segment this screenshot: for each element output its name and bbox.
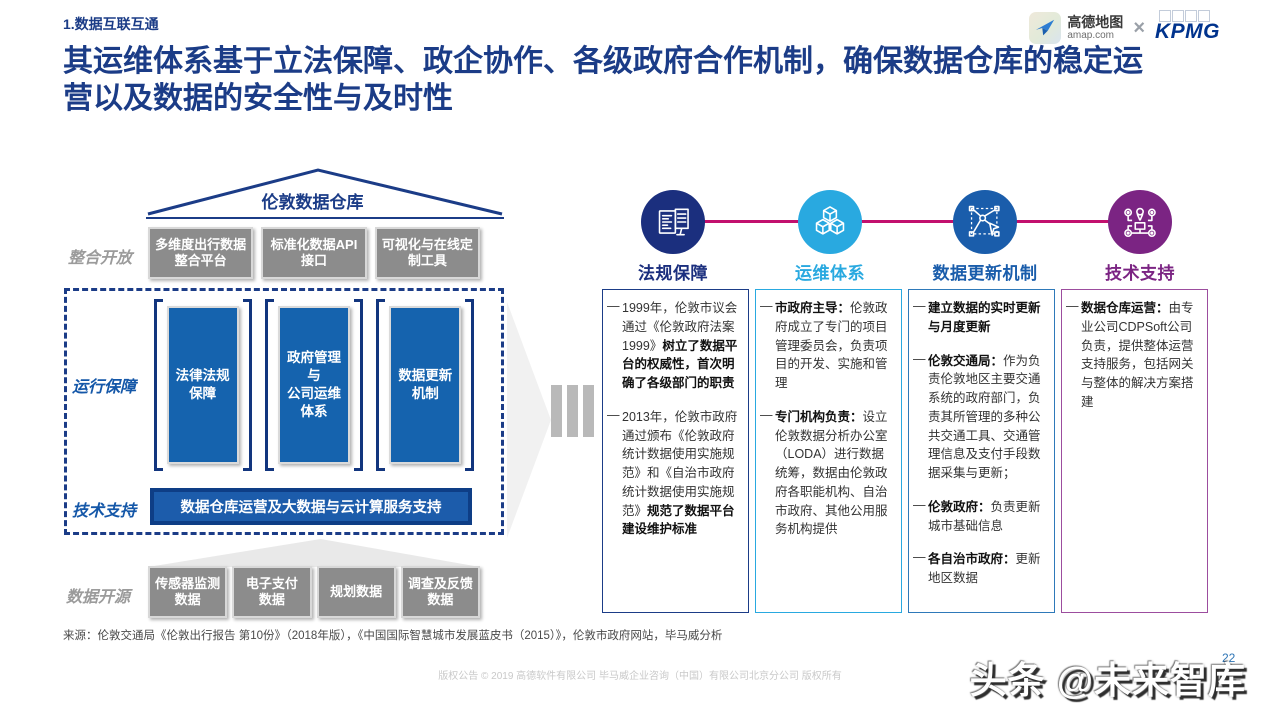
dash-bullet-icon: — [913, 550, 926, 565]
bracket-left-icon [264, 299, 274, 471]
timeline-label: 法规保障 [638, 264, 708, 283]
bullet-text: 伦敦政府：负责更新城市基础信息 [928, 499, 1041, 533]
diagram-box: 可视化与在线定 制工具 [374, 227, 480, 279]
source-note: 来源：伦敦交通局《伦敦出行报告 第10份》（2018年版），《中国国际智慧城市发… [63, 630, 723, 642]
diagram-box: 规划数据 [316, 566, 396, 618]
amap-name: 高德地图 [1067, 14, 1124, 31]
dash-bullet-icon: — [760, 299, 773, 313]
dash-bullet-icon: — [913, 497, 926, 512]
operation-box: 政府管理 与 公司运维 体系 [277, 306, 350, 464]
page-number: 22 [1222, 651, 1236, 665]
column-operation: —市政府主导：伦敦政府成立了专门的项目管理委员会，负责项目的开发、实施和管理—专… [755, 289, 902, 613]
timeline-item-operation: 运维体系 [750, 190, 910, 284]
bracket-right-icon [465, 299, 475, 471]
bullet-item: —伦敦交通局：作为负责伦敦地区主要交通系统的政府部门，负责其所管理的多种公共交通… [913, 352, 1049, 483]
bullet-text: 建立数据的实时更新与月度更新 [928, 301, 1041, 334]
diagram-box: 标准化数据API 接口 [261, 227, 367, 279]
bullet-text: 专门机构负责：设立伦敦数据分析办公室（LODA）进行数据统筹，数据由伦敦政府各职… [775, 409, 888, 537]
warehouse-roof-shape [146, 168, 504, 219]
timeline-label: 运维体系 [795, 264, 865, 283]
logo-area: 高德地图 amap.com × KPMG [1029, 10, 1220, 44]
timeline-item-tech: 技术支持 [1060, 190, 1220, 284]
bullet-item: —各自治市政府：更新地区数据 [913, 550, 1049, 588]
page-title: 其运维体系基于立法保障、政企协作、各级政府合作机制，确保数据仓库的稳定运营以及数… [63, 45, 1143, 115]
bullet-text: 伦敦交通局：作为负责伦敦地区主要交通系统的政府部门，负责其所管理的多种公共交通工… [928, 353, 1041, 481]
diagram-box: 电子支付 数据 [232, 566, 312, 618]
timeline-item-legal: 法规保障 [593, 190, 753, 284]
timeline-line [673, 220, 1140, 223]
timeline-label: 技术支持 [1105, 264, 1175, 283]
kpmg-squares-icon [1159, 10, 1210, 22]
row-label-tech: 技术支持 [72, 503, 137, 520]
network-cursor-icon [953, 190, 1017, 254]
bullet-text: 市政府主导：伦敦政府成立了专门的项目管理委员会，负责项目的开发、实施和管理 [775, 301, 888, 390]
operation-box: 法律法规 保障 [166, 306, 239, 464]
upflow-trapezoid-shape [148, 539, 480, 567]
bullet-item: —数据仓库运营：由专业公司CDPSoft公司负责，提供整体运营支持服务，包括网关… [1066, 299, 1202, 412]
amap-logo: 高德地图 amap.com [1029, 12, 1123, 44]
dash-bullet-icon: — [607, 407, 620, 422]
operation-dashed-frame [64, 288, 504, 535]
dash-bullet-icon: — [913, 351, 926, 366]
section-label: 1.数据互联互通 [63, 16, 159, 32]
row-label-open: 整合开放 [68, 250, 133, 267]
bracket-right-icon [353, 299, 363, 471]
amap-domain: amap.com [1067, 29, 1114, 41]
operation-cell: 政府管理 与 公司运维 体系 [258, 299, 369, 471]
warehouse-title: 伦敦数据仓库 [261, 193, 364, 212]
kpmg-logo: KPMG [1155, 10, 1220, 44]
kpmg-wordmark: KPMG [1155, 20, 1220, 43]
dash-bullet-icon: — [913, 299, 926, 313]
triple-bars-icon [551, 385, 594, 437]
column-legal: —1999年，伦敦市议会通过《伦敦政府法案1999》树立了数据平台的权威性，首次… [602, 289, 749, 613]
column-body: —数据仓库运营：由专业公司CDPSoft公司负责，提供整体运营支持服务，包括网关… [1062, 290, 1207, 420]
dash-bullet-icon: — [1066, 299, 1079, 313]
pin-network-icon [1108, 190, 1172, 254]
bullet-text: 1999年，伦敦市议会通过《伦敦政府法案1999》树立了数据平台的权威性，首次明… [622, 301, 738, 390]
row-label-operation: 运行保障 [72, 379, 137, 396]
column-body: —1999年，伦敦市议会通过《伦敦政府法案1999》树立了数据平台的权威性，首次… [603, 290, 748, 547]
operation-cell: 数据更新 机制 [370, 299, 481, 471]
column-body: —建立数据的实时更新与月度更新—伦敦交通局：作为负责伦敦地区主要交通系统的政府部… [909, 290, 1054, 596]
bracket-left-icon [376, 299, 386, 471]
diagram-box: 多维度出行数据 整合平台 [148, 227, 254, 279]
bullet-text: 2013年，伦敦市政府通过颁布《伦敦政府统计数据使用实施规范》和《自治市政府统计… [622, 409, 738, 537]
source-boxes-row: 传感器监测 数据电子支付 数据规划数据调查及反馈 数据 [148, 566, 480, 618]
diagram-box: 调查及反馈 数据 [400, 566, 480, 618]
bullet-text: 各自治市政府：更新地区数据 [928, 552, 1041, 585]
row-label-source: 数据开源 [66, 589, 131, 606]
bracket-right-icon [242, 299, 252, 471]
bullet-item: —伦敦政府：负责更新城市基础信息 [913, 498, 1049, 536]
x-separator-icon: × [1133, 16, 1145, 39]
bullet-item: —1999年，伦敦市议会通过《伦敦政府法案1999》树立了数据平台的权威性，首次… [607, 299, 743, 393]
operation-box: 数据更新 机制 [389, 306, 462, 464]
bullet-item: —市政府主导：伦敦政府成立了专门的项目管理委员会，负责项目的开发、实施和管理 [760, 299, 896, 393]
copyright-note: 版权公告 © 2019 高德软件有限公司 毕马威企业咨询（中国）有限公司北京分公… [438, 671, 842, 682]
timeline-label: 数据更新机制 [932, 264, 1038, 283]
watermark: 头条 @未来智库 [969, 660, 1246, 701]
amap-plane-icon [1029, 12, 1062, 44]
bullet-item: —建立数据的实时更新与月度更新 [913, 299, 1049, 337]
bullet-item: —2013年，伦敦市政府通过颁布《伦敦政府统计数据使用实施规范》和《自治市政府统… [607, 408, 743, 539]
bracket-left-icon [153, 299, 163, 471]
operation-boxes-row: 法律法规 保障 政府管理 与 公司运维 体系 数据更新 机制 [147, 299, 481, 471]
timeline-item-update: 数据更新机制 [905, 190, 1065, 284]
diagram-box: 传感器监测 数据 [148, 566, 228, 618]
bullet-text: 数据仓库运营：由专业公司CDPSoft公司负责，提供整体运营支持服务，包括网关与… [1081, 301, 1194, 409]
cubes-icon [798, 190, 862, 254]
document-data-icon [641, 190, 705, 254]
operation-cell: 法律法规 保障 [147, 299, 258, 471]
dash-bullet-icon: — [760, 407, 773, 422]
flow-arrow-shape [507, 302, 551, 538]
tech-support-bar: 数据仓库运营及大数据与云计算服务支持 [150, 488, 472, 525]
bullet-item: —专门机构负责：设立伦敦数据分析办公室（LODA）进行数据统筹，数据由伦敦政府各… [760, 408, 896, 539]
column-update: —建立数据的实时更新与月度更新—伦敦交通局：作为负责伦敦地区主要交通系统的政府部… [908, 289, 1055, 613]
column-tech: —数据仓库运营：由专业公司CDPSoft公司负责，提供整体运营支持服务，包括网关… [1061, 289, 1208, 613]
dash-bullet-icon: — [607, 299, 620, 313]
column-body: —市政府主导：伦敦政府成立了专门的项目管理委员会，负责项目的开发、实施和管理—专… [756, 290, 901, 547]
open-boxes-row: 多维度出行数据 整合平台标准化数据API 接口可视化与在线定 制工具 [148, 227, 480, 279]
